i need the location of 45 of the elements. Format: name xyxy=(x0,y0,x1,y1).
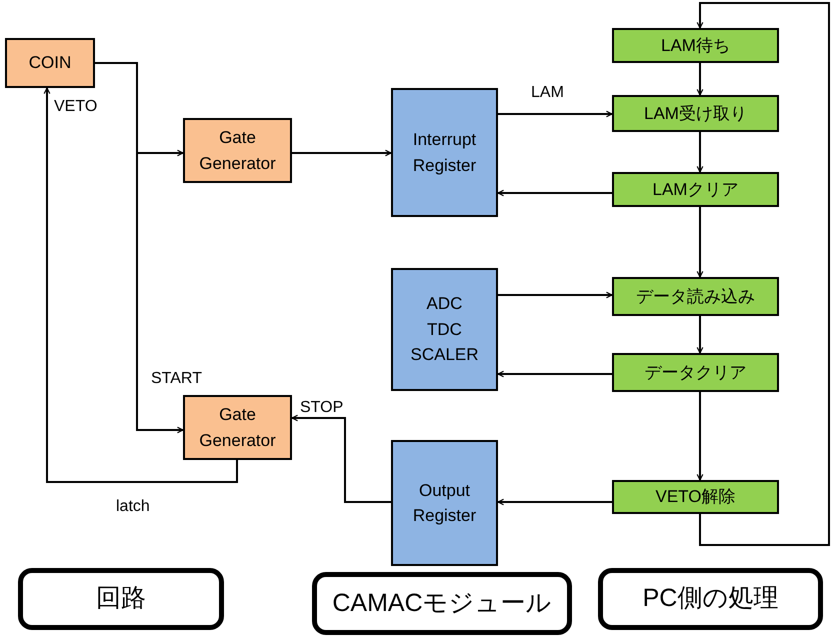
step-box xyxy=(612,277,779,316)
node-label: COIN xyxy=(28,52,72,74)
step-box xyxy=(612,28,779,63)
node-label: データクリア xyxy=(644,362,746,384)
node-label: Gate Generator xyxy=(199,404,276,452)
step-box xyxy=(612,353,779,392)
section-box xyxy=(18,568,224,630)
node-label: CAMACモジュール xyxy=(332,588,552,619)
section-box xyxy=(312,572,572,635)
arrow xyxy=(291,414,391,503)
arrow xyxy=(497,190,612,196)
node-label: LAM待ち xyxy=(661,34,730,57)
arrow xyxy=(44,87,238,483)
arrow xyxy=(497,498,612,506)
module-box xyxy=(391,88,498,217)
arrow xyxy=(696,63,704,96)
process-box xyxy=(183,118,292,183)
module-box xyxy=(391,268,498,391)
section-box xyxy=(598,568,823,630)
node-label: Output Register xyxy=(412,480,476,527)
node-label: 回路 xyxy=(96,583,146,614)
node-label: LAMクリア xyxy=(652,178,738,201)
step-box xyxy=(612,172,779,207)
step-box xyxy=(612,95,779,132)
arrow xyxy=(696,132,704,173)
node-label: ADC TDC SCALER xyxy=(410,293,478,366)
node-label: PC側の処理 xyxy=(642,583,778,614)
node-label: Interrupt Register xyxy=(412,129,476,176)
node-label: LAM受け取り xyxy=(644,102,747,125)
node-label: Gate Generator xyxy=(199,127,276,174)
step-box xyxy=(612,480,779,514)
arrow xyxy=(696,2,830,546)
arrow xyxy=(696,316,704,354)
module-box xyxy=(391,440,498,566)
arrow xyxy=(497,370,612,378)
process-box xyxy=(5,38,95,88)
node-label: データ読み込み xyxy=(636,286,755,308)
node-label: VETO解除 xyxy=(656,486,736,508)
arrow xyxy=(498,292,613,298)
arrow xyxy=(498,110,613,118)
process-box xyxy=(183,395,292,460)
signal-label: VETO xyxy=(53,98,98,116)
arrow xyxy=(696,392,704,481)
arrow xyxy=(696,207,704,278)
arrow xyxy=(292,150,392,156)
